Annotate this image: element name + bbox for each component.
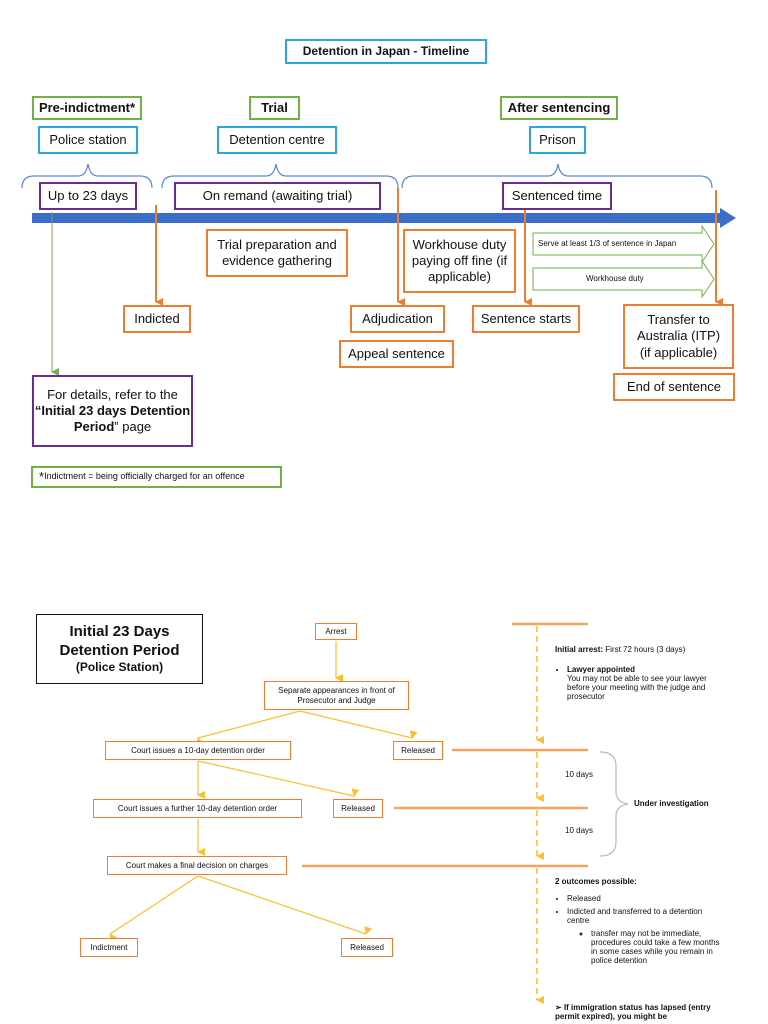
period-up-to-23-days: Up to 23 days — [39, 182, 137, 210]
event-end-of-sentence: End of sentence — [613, 373, 735, 401]
flow-final-decision: Court makes a final decision on charges — [107, 856, 287, 875]
note-transfer-detail: transfer may not be immediate, procedure… — [591, 929, 720, 965]
note-outcome-indicted-text: Indicted and transferred to a detention … — [567, 907, 703, 925]
location-detention-centre: Detention centre — [217, 126, 337, 154]
event-indicted: Indicted — [123, 305, 191, 333]
stage-heading-after-sentencing: After sentencing — [500, 96, 618, 120]
period-sentenced-time: Sentenced time — [502, 182, 612, 210]
flow-released-1: Released — [393, 741, 443, 760]
note-immigration: ➢ If immigration status has lapsed (entr… — [555, 1003, 730, 1021]
location-prison: Prison — [529, 126, 586, 154]
event-transfer-to-australia: Transfer to Australia (ITP) (if applicab… — [623, 304, 734, 369]
note-outcomes-heading: 2 outcomes possible: — [555, 877, 637, 886]
note-initial-arrest-label: Initial arrest: — [555, 645, 604, 654]
initial-title-line2: Detention Period — [59, 641, 180, 659]
event-adjudication: Adjudication — [350, 305, 445, 333]
event-appeal-sentence: Appeal sentence — [339, 340, 454, 368]
footnote-star: * — [39, 468, 45, 484]
note-initial-arrest-text: First 72 hours (3 days) — [603, 645, 686, 654]
details-note-prefix: For details, refer to the — [47, 386, 178, 402]
note-outcomes: Released Indicted and transferred to a d… — [555, 894, 720, 969]
activity-workhouse-fine: Workhouse duty paying off fine (if appli… — [403, 229, 516, 293]
note-outcome-released: Released — [567, 894, 720, 903]
investigation-brace — [599, 751, 629, 857]
event-sentence-starts: Sentence starts — [472, 305, 580, 333]
flow-indictment: Indictment — [80, 938, 138, 957]
activity-trial-preparation: Trial preparation and evidence gathering — [206, 229, 348, 277]
initial-subtitle: (Police Station) — [75, 660, 164, 675]
timeline-title: Detention in Japan - Timeline — [285, 39, 487, 64]
note-immigration-text: If immigration status has lapsed (entry … — [555, 1003, 711, 1021]
location-police-station: Police station — [38, 126, 138, 154]
flow-appearances: Separate appearances in front of Prosecu… — [264, 681, 409, 710]
flow-released-3: Released — [341, 938, 393, 957]
note-lawyer-heading: Lawyer appointed — [567, 665, 636, 674]
brace-pre-indictment — [21, 163, 153, 189]
details-note-link[interactable]: “Initial 23 days Detention Period — [34, 402, 191, 435]
note-ten-days-1: 10 days — [565, 770, 594, 779]
serve-third-label: Serve at least 1/3 of sentence in Japan — [538, 239, 677, 248]
details-note-suffix: ” page — [114, 419, 152, 435]
flow-order-2: Court issues a further 10-day detention … — [93, 799, 302, 818]
footnote-text: Indictment = being officially charged fo… — [44, 471, 245, 482]
stage-heading-trial: Trial — [249, 96, 300, 120]
flow-arrest: Arrest — [315, 623, 357, 640]
brace-after-sentencing — [401, 163, 713, 189]
serve-arrow — [532, 224, 715, 264]
period-on-remand: On remand (awaiting trial) — [174, 182, 381, 210]
note-ten-days-2: 10 days — [565, 826, 594, 835]
flow-released-2: Released — [333, 799, 383, 818]
note-initial-arrest: Initial arrest: First 72 hours (3 days) — [555, 645, 685, 654]
timeline-arrowhead — [720, 208, 736, 228]
workhouse-duty-label: Workhouse duty — [586, 274, 644, 283]
flow-order-1: Court issues a 10-day detention order — [105, 741, 291, 760]
note-lawyer-text: You may not be able to see your lawyer b… — [567, 674, 707, 701]
note-under-investigation: Under investigation — [634, 799, 709, 808]
footnote: * Indictment = being officially charged … — [31, 466, 282, 488]
stage-heading-pre-indictment: Pre-indictment* — [32, 96, 142, 120]
workhouse-arrow — [532, 259, 715, 299]
details-note: For details, refer to the “Initial 23 da… — [32, 375, 193, 447]
note-immigration-bullet: ➢ — [555, 1003, 564, 1012]
initial-title-box: Initial 23 Days Detention Period (Police… — [36, 614, 203, 684]
details-note-link-text: “Initial 23 days Detention Period” page — [34, 403, 191, 436]
initial-title-line1: Initial 23 Days — [69, 622, 170, 640]
brace-trial — [161, 163, 399, 189]
note-outcome-indicted: Indicted and transferred to a detention … — [567, 907, 720, 965]
timeline-bar — [32, 213, 722, 223]
